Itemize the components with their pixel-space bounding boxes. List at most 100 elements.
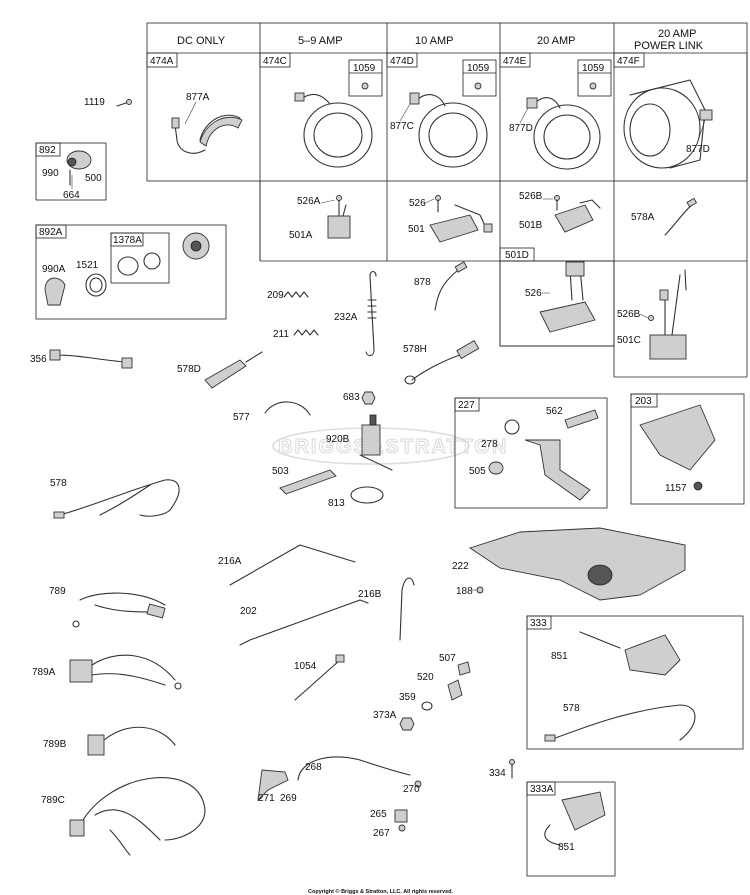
label-877A: 877A — [186, 92, 210, 103]
clip-507 — [447, 679, 463, 701]
label-789C: 789C — [41, 795, 65, 806]
label-578D: 578D — [177, 364, 201, 375]
tag-1059-a: 1059 — [353, 63, 376, 74]
regulator-501B — [554, 195, 601, 233]
label-211: 211 — [273, 329, 289, 340]
label-526B-2: 526B — [617, 309, 641, 320]
stator-474E — [526, 97, 601, 170]
label-1119: 1119 — [84, 97, 105, 108]
harness-789 — [72, 592, 166, 628]
spring-209 — [283, 291, 309, 298]
label-1157: 1157 — [665, 483, 687, 494]
stator-474F — [623, 79, 713, 169]
label-526-2: 526 — [525, 288, 542, 299]
harness-356 — [49, 349, 133, 369]
tag-333A: 333A — [530, 784, 554, 795]
regulator-501A — [327, 195, 351, 239]
nut-373A — [399, 717, 415, 731]
label-789B: 789B — [43, 739, 67, 750]
harness-789B — [87, 726, 176, 756]
connector-578D — [204, 351, 263, 389]
label-990A: 990A — [42, 264, 66, 275]
tag-1059-b: 1059 — [467, 63, 490, 74]
throttle-cable-268 — [257, 756, 422, 832]
tag-501D: 501D — [505, 250, 529, 261]
label-268: 268 — [305, 762, 322, 773]
label-920B: 920B — [326, 434, 350, 445]
label-877D-1: 877D — [509, 123, 533, 134]
header-10-amp: 10 AMP — [415, 35, 454, 47]
harness-789A — [69, 654, 182, 690]
regulator-501D — [539, 261, 596, 333]
header-20-amp-power-link: 20 AMP — [658, 28, 697, 40]
cable-tie-1054 — [294, 654, 345, 701]
wire-578H — [404, 340, 480, 385]
label-267: 267 — [373, 828, 390, 839]
tag-227: 227 — [458, 400, 475, 411]
header-power-link: POWER LINK — [634, 40, 704, 52]
tag-474A: 474A — [150, 56, 174, 67]
bracket-222 — [468, 527, 686, 601]
label-578H: 578H — [403, 344, 427, 355]
label-269: 269 — [280, 793, 297, 804]
part-labels: 1119 877A 877C 877D 877D 990 500 664 526… — [30, 92, 710, 853]
rod-216A — [229, 544, 356, 586]
key-switch-892A — [44, 232, 210, 306]
label-877C: 877C — [390, 121, 414, 132]
briggs-stratton-watermark: BRIGGS&STRATTON — [272, 427, 507, 465]
rod-232A — [365, 270, 377, 357]
stator-474D — [409, 92, 488, 168]
washer-359 — [421, 701, 433, 711]
tag-474E: 474E — [503, 56, 527, 67]
copyright-text: Copyright © Briggs & Stratton, LLC. All … — [308, 888, 454, 895]
header-20-amp: 20 AMP — [537, 35, 576, 47]
regulator-501C — [648, 269, 687, 360]
label-877D-2: 877D — [686, 144, 710, 155]
label-851-2: 851 — [558, 842, 575, 853]
bracket-227 — [488, 409, 599, 501]
label-216A: 216A — [218, 556, 242, 567]
label-789: 789 — [49, 586, 66, 597]
label-188: 188 — [456, 586, 473, 597]
label-526B-1: 526B — [519, 191, 543, 202]
header-dc-only: DC ONLY — [177, 35, 226, 47]
tag-333: 333 — [530, 618, 547, 629]
label-1054: 1054 — [294, 661, 317, 672]
label-520: 520 — [417, 672, 434, 683]
rod-202 — [239, 599, 369, 646]
label-578-2: 578 — [563, 703, 580, 714]
label-526A: 526A — [297, 196, 321, 207]
label-202: 202 — [240, 606, 257, 617]
label-851-1: 851 — [551, 651, 568, 662]
tag-892: 892 — [39, 145, 56, 156]
rod-216B — [399, 577, 415, 641]
label-505: 505 — [469, 466, 486, 477]
label-271: 271 — [258, 793, 275, 804]
solenoid-920B — [359, 414, 393, 471]
leader-lines — [71, 101, 706, 591]
wire-878 — [434, 261, 468, 311]
label-373A: 373A — [373, 710, 397, 721]
label-578A: 578A — [631, 212, 655, 223]
ignition-switch-892 — [66, 150, 92, 186]
wire-578A — [664, 197, 698, 236]
harness-789C — [69, 777, 206, 856]
bolt-334 — [509, 759, 515, 779]
label-577: 577 — [233, 412, 250, 423]
label-562: 562 — [546, 406, 563, 417]
stator-474C — [294, 92, 373, 168]
label-507: 507 — [439, 653, 456, 664]
bracket-203 — [639, 404, 716, 491]
label-789A: 789A — [32, 667, 56, 678]
label-990: 990 — [42, 168, 59, 179]
harness-578 — [53, 479, 180, 519]
label-1521: 1521 — [76, 260, 99, 271]
label-209: 209 — [267, 290, 284, 301]
spring-211 — [293, 329, 319, 336]
label-356: 356 — [30, 354, 47, 365]
label-683: 683 — [343, 392, 360, 403]
label-359: 359 — [399, 692, 416, 703]
label-578: 578 — [50, 478, 67, 489]
tag-892A: 892A — [39, 227, 63, 238]
